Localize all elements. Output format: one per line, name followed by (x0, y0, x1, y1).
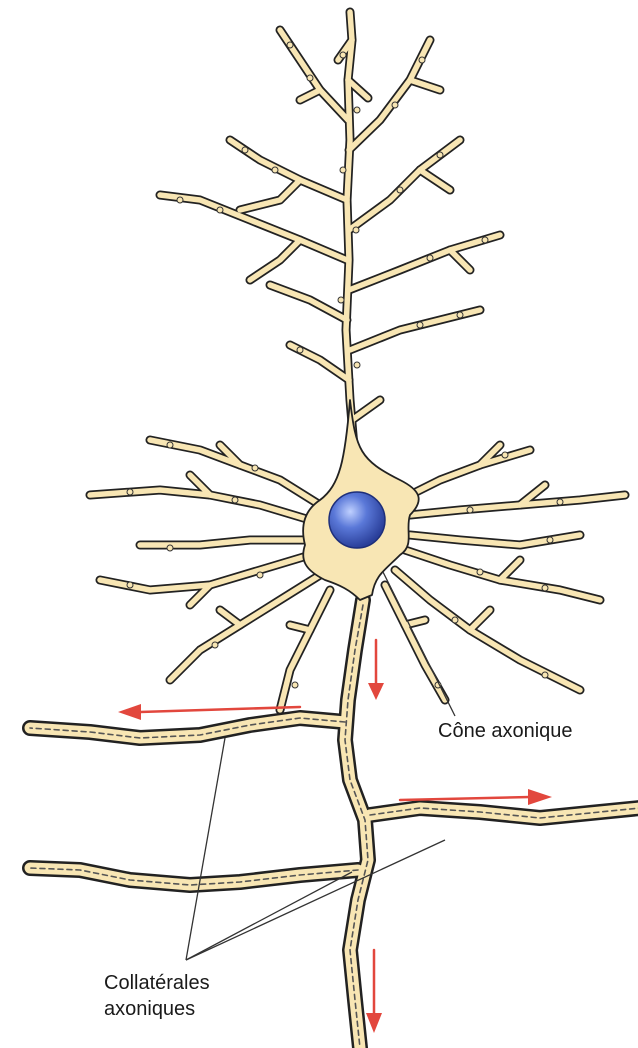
nucleus (329, 492, 385, 548)
axon-collaterals-label-line1: Collatérales (104, 970, 210, 996)
axon-collaterals-label: Collatérales axoniques (104, 970, 210, 1022)
arrowhead-hillock-down (368, 683, 384, 700)
arrowhead-collateral-left (118, 704, 141, 720)
arrow-collateral-right (400, 797, 530, 800)
axon-collaterals-label-line2: axoniques (104, 996, 210, 1022)
arrowhead-axon-down (366, 1013, 382, 1033)
axon-hillock-label: Cône axonique (438, 718, 573, 744)
arrowhead-collateral-right (528, 789, 552, 805)
collateral-leader-lines (186, 738, 445, 960)
apical-dendrite (160, 12, 500, 470)
